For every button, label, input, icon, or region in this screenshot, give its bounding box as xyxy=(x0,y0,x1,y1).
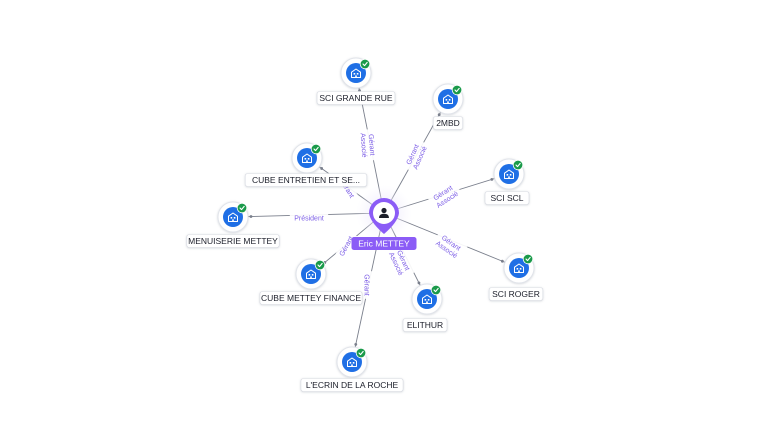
verified-check-icon xyxy=(512,159,524,171)
company-icon xyxy=(504,169,514,179)
company-node-disc xyxy=(301,264,321,284)
company-icon xyxy=(514,263,524,273)
company-label: CUBE METTEY FINANCE xyxy=(261,293,361,303)
company-node-disc xyxy=(342,352,362,372)
center-label-bg xyxy=(351,237,417,250)
edge-arrow-elithur xyxy=(417,281,421,285)
edge-label-bg xyxy=(356,128,380,162)
company-label: SCI SCL xyxy=(490,193,523,203)
company-icon xyxy=(302,153,312,163)
edge-arrow-sci-roger xyxy=(500,259,504,263)
company-node-sci-scl[interactable]: SCI SCL xyxy=(484,158,530,205)
company-node-cube-finance[interactable]: CUBE METTEY FINANCE xyxy=(259,258,363,305)
company-label-bg xyxy=(300,378,404,392)
company-node-lecrin[interactable]: L'ECRIN DE LA ROCHE xyxy=(300,346,404,392)
person-icon xyxy=(379,207,389,218)
company-label-bg xyxy=(186,234,280,248)
edge-arrow-cube-entretien xyxy=(320,167,324,170)
company-node-sci-grande-rue[interactable]: SCI GRANDE RUE xyxy=(316,57,396,105)
company-label-bg xyxy=(432,116,463,130)
edge-arrow-lecrin xyxy=(354,343,358,346)
verified-check-icon xyxy=(359,58,371,70)
company-icon xyxy=(351,68,361,78)
company-label: CUBE ENTRETIEN ET SE... xyxy=(252,175,360,185)
company-node-cube-entretien[interactable]: CUBE ENTRETIEN ET SE... xyxy=(244,142,368,187)
company-label-bg xyxy=(484,191,530,205)
edge-arrow-2mbd xyxy=(437,113,441,117)
edge-label-menuiserie: Président xyxy=(289,212,329,224)
edge-role-text: Gérant xyxy=(367,134,375,156)
edge-role-text: Gérant xyxy=(363,274,370,295)
edge-label-bg xyxy=(384,243,416,281)
company-label-bg xyxy=(402,318,448,332)
company-label: L'ECRIN DE LA ROCHE xyxy=(306,380,399,390)
company-node-sci-roger[interactable]: SCI ROGER xyxy=(488,252,544,301)
verified-check-icon xyxy=(236,202,248,214)
company-label: ELITHUR xyxy=(407,320,443,330)
edge-role-text: Associé xyxy=(359,133,368,158)
company-node-disc xyxy=(499,164,519,184)
company-icon xyxy=(306,269,316,279)
company-node-disc xyxy=(297,148,317,168)
verified-check-icon xyxy=(451,84,463,96)
center-person-node[interactable]: Eric METTEY xyxy=(351,185,417,250)
edge-label-bg xyxy=(426,179,464,213)
edge-label-lecrin: Gérant xyxy=(361,271,373,299)
company-icon xyxy=(228,212,238,222)
edge-label-bg xyxy=(430,228,468,264)
company-icon xyxy=(443,94,453,104)
verified-check-icon xyxy=(310,143,322,155)
edge-role-text: Président xyxy=(294,216,324,223)
company-node-disc xyxy=(346,63,366,83)
company-icon xyxy=(347,357,357,367)
company-label-bg xyxy=(488,287,544,301)
company-label: SCI GRANDE RUE xyxy=(319,93,393,103)
company-node-menuiserie[interactable]: MENUISERIE METTEY xyxy=(186,201,280,248)
company-label: 2MBD xyxy=(436,118,460,128)
edge-arrow-menuiserie xyxy=(249,215,253,218)
verified-check-icon xyxy=(430,284,442,296)
verified-check-icon xyxy=(355,347,367,359)
company-node-elithur[interactable]: ELITHUR xyxy=(402,283,448,332)
company-label-bg xyxy=(259,291,363,305)
edge-label-bg xyxy=(361,271,373,299)
company-label: MENUISERIE METTEY xyxy=(188,236,278,246)
company-node-disc xyxy=(417,289,437,309)
verified-check-icon xyxy=(314,259,326,271)
edge-arrow-sci-scl xyxy=(490,177,494,181)
edge-label-bg xyxy=(289,212,329,224)
edge-label-bg xyxy=(400,137,432,175)
company-label: SCI ROGER xyxy=(492,289,540,299)
company-icon xyxy=(422,294,432,304)
company-label-bg xyxy=(316,91,396,105)
company-node-disc xyxy=(223,207,243,227)
company-label-bg xyxy=(244,173,368,187)
company-node-disc xyxy=(509,258,529,278)
verified-check-icon xyxy=(522,253,534,265)
company-node-disc xyxy=(438,89,458,109)
center-person-label: Eric METTEY xyxy=(358,239,410,249)
company-node-2mbd[interactable]: 2MBD xyxy=(432,83,464,130)
